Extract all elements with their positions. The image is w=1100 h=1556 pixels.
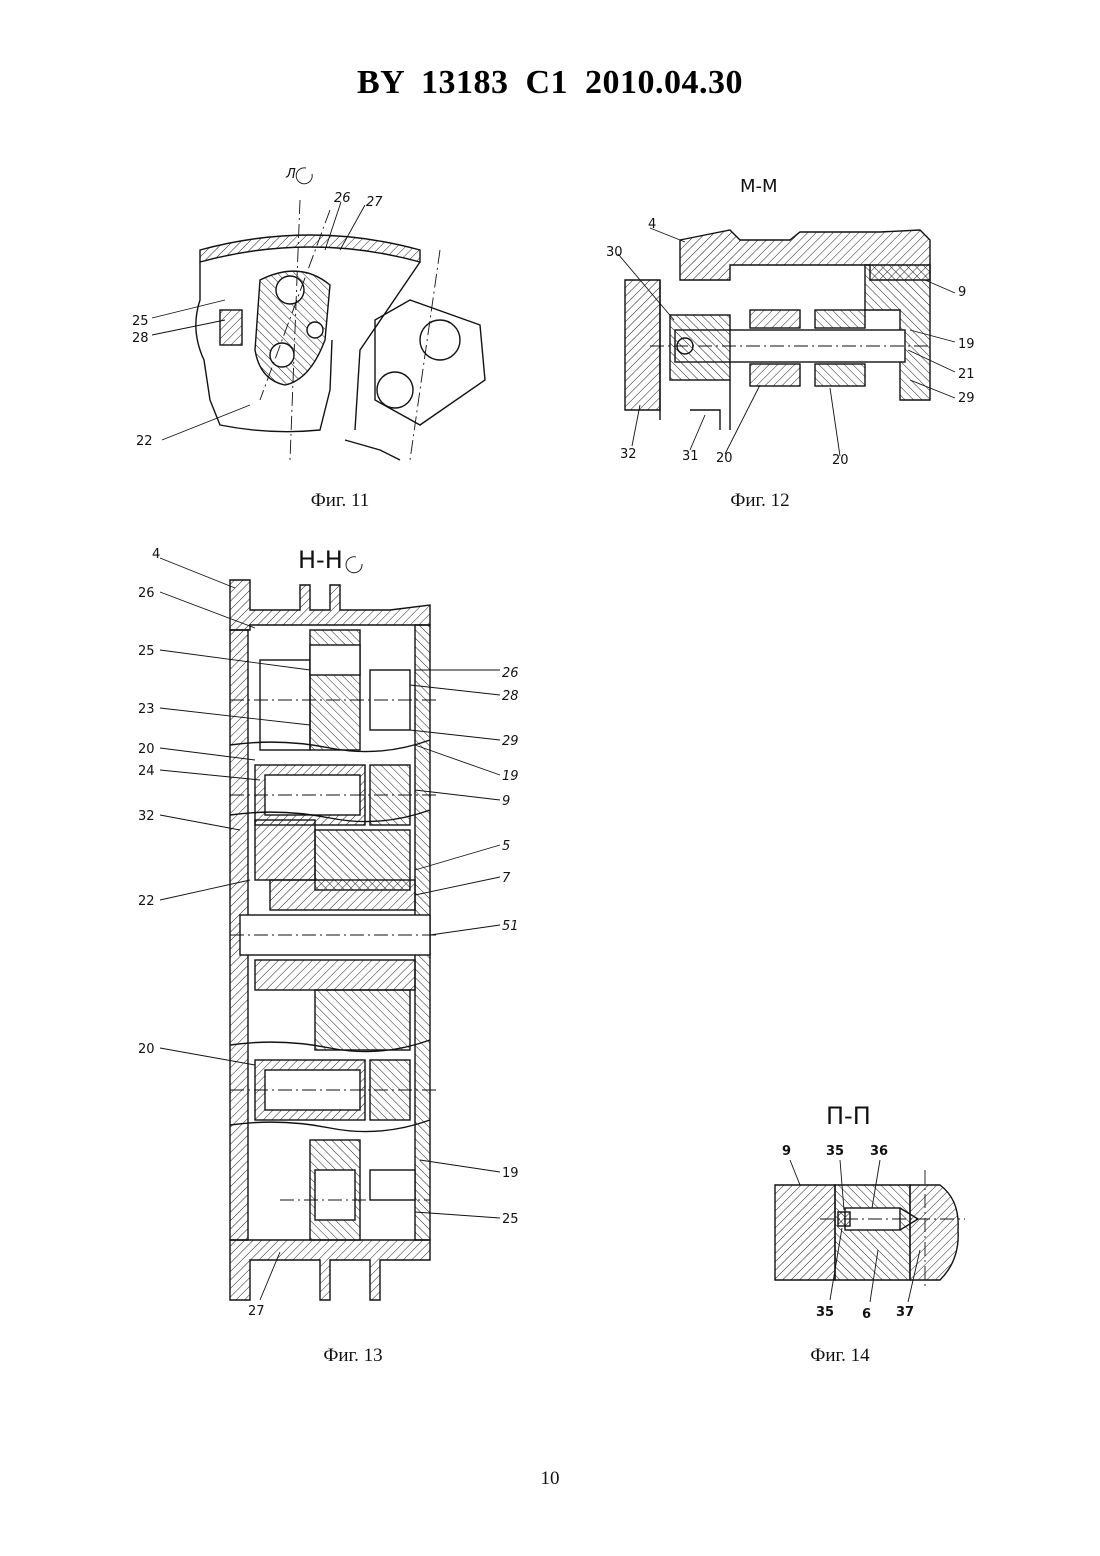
- page-number: 10: [0, 1468, 1100, 1490]
- label-26: 26: [334, 191, 351, 206]
- label-25: 25: [132, 314, 149, 329]
- section-label-p-p: П-П: [826, 1102, 871, 1130]
- figure-12-drawing: М-М 4 30 9 19 21 29 32 31 20 20: [590, 170, 990, 470]
- section-label-l: Л: [285, 167, 296, 182]
- label-27: 27: [366, 195, 383, 210]
- figure-13-drawing: Н-Н 4: [130, 540, 540, 1330]
- label-20b: 20: [138, 1042, 155, 1057]
- label-5: 5: [502, 839, 510, 854]
- label-9: 9: [782, 1144, 791, 1159]
- label-29: 29: [958, 391, 975, 406]
- section-label-m-m: М-М: [740, 176, 778, 197]
- label-29: 29: [502, 734, 519, 749]
- rotation-arrow-icon: [296, 168, 312, 184]
- section-label-n-n: Н-Н: [298, 546, 343, 574]
- figure-12-caption: Фиг. 12: [660, 490, 860, 512]
- label-21: 21: [958, 367, 975, 382]
- label-25: 25: [138, 644, 155, 659]
- label-22: 22: [138, 894, 155, 909]
- label-7: 7: [502, 871, 511, 886]
- label-19: 19: [958, 337, 975, 352]
- label-6: 6: [862, 1307, 871, 1322]
- figure-11-caption: Фиг. 11: [240, 490, 440, 512]
- label-20b: 20: [832, 453, 849, 468]
- label-9: 9: [958, 285, 966, 300]
- label-35: 35: [826, 1144, 844, 1159]
- label-22: 22: [136, 434, 153, 449]
- label-20: 20: [138, 742, 155, 757]
- label-31: 31: [682, 449, 699, 464]
- label-37: 37: [896, 1305, 914, 1320]
- label-51: 51: [502, 919, 519, 934]
- label-4: 4: [152, 547, 160, 562]
- label-24: 24: [138, 764, 155, 779]
- patent-header: BY 13183 C1 2010.04.30: [0, 64, 1100, 102]
- label-26r: 26: [502, 666, 519, 681]
- label-32: 32: [620, 447, 637, 462]
- label-9: 9: [502, 794, 510, 809]
- label-28: 28: [132, 331, 149, 346]
- rotation-arrow-icon: [346, 557, 362, 573]
- label-28: 28: [502, 689, 519, 704]
- label-25b: 25: [502, 1212, 519, 1227]
- label-30: 30: [606, 245, 623, 260]
- label-35b: 35: [816, 1305, 834, 1320]
- label-36: 36: [870, 1144, 888, 1159]
- label-32: 32: [138, 809, 155, 824]
- figure-11-drawing: Л 26 27 25 28 22: [120, 150, 520, 470]
- label-23: 23: [138, 702, 155, 717]
- figure-14-drawing: П-П 9 35 36 35 6 37: [760, 1090, 980, 1330]
- figure-14-caption: Фиг. 14: [740, 1345, 940, 1367]
- label-26: 26: [138, 586, 155, 601]
- label-20a: 20: [716, 451, 733, 466]
- figure-13-caption: Фиг. 13: [253, 1345, 453, 1367]
- label-4: 4: [648, 217, 656, 232]
- label-19b: 19: [502, 1166, 519, 1181]
- label-27: 27: [248, 1304, 265, 1319]
- label-19: 19: [502, 769, 519, 784]
